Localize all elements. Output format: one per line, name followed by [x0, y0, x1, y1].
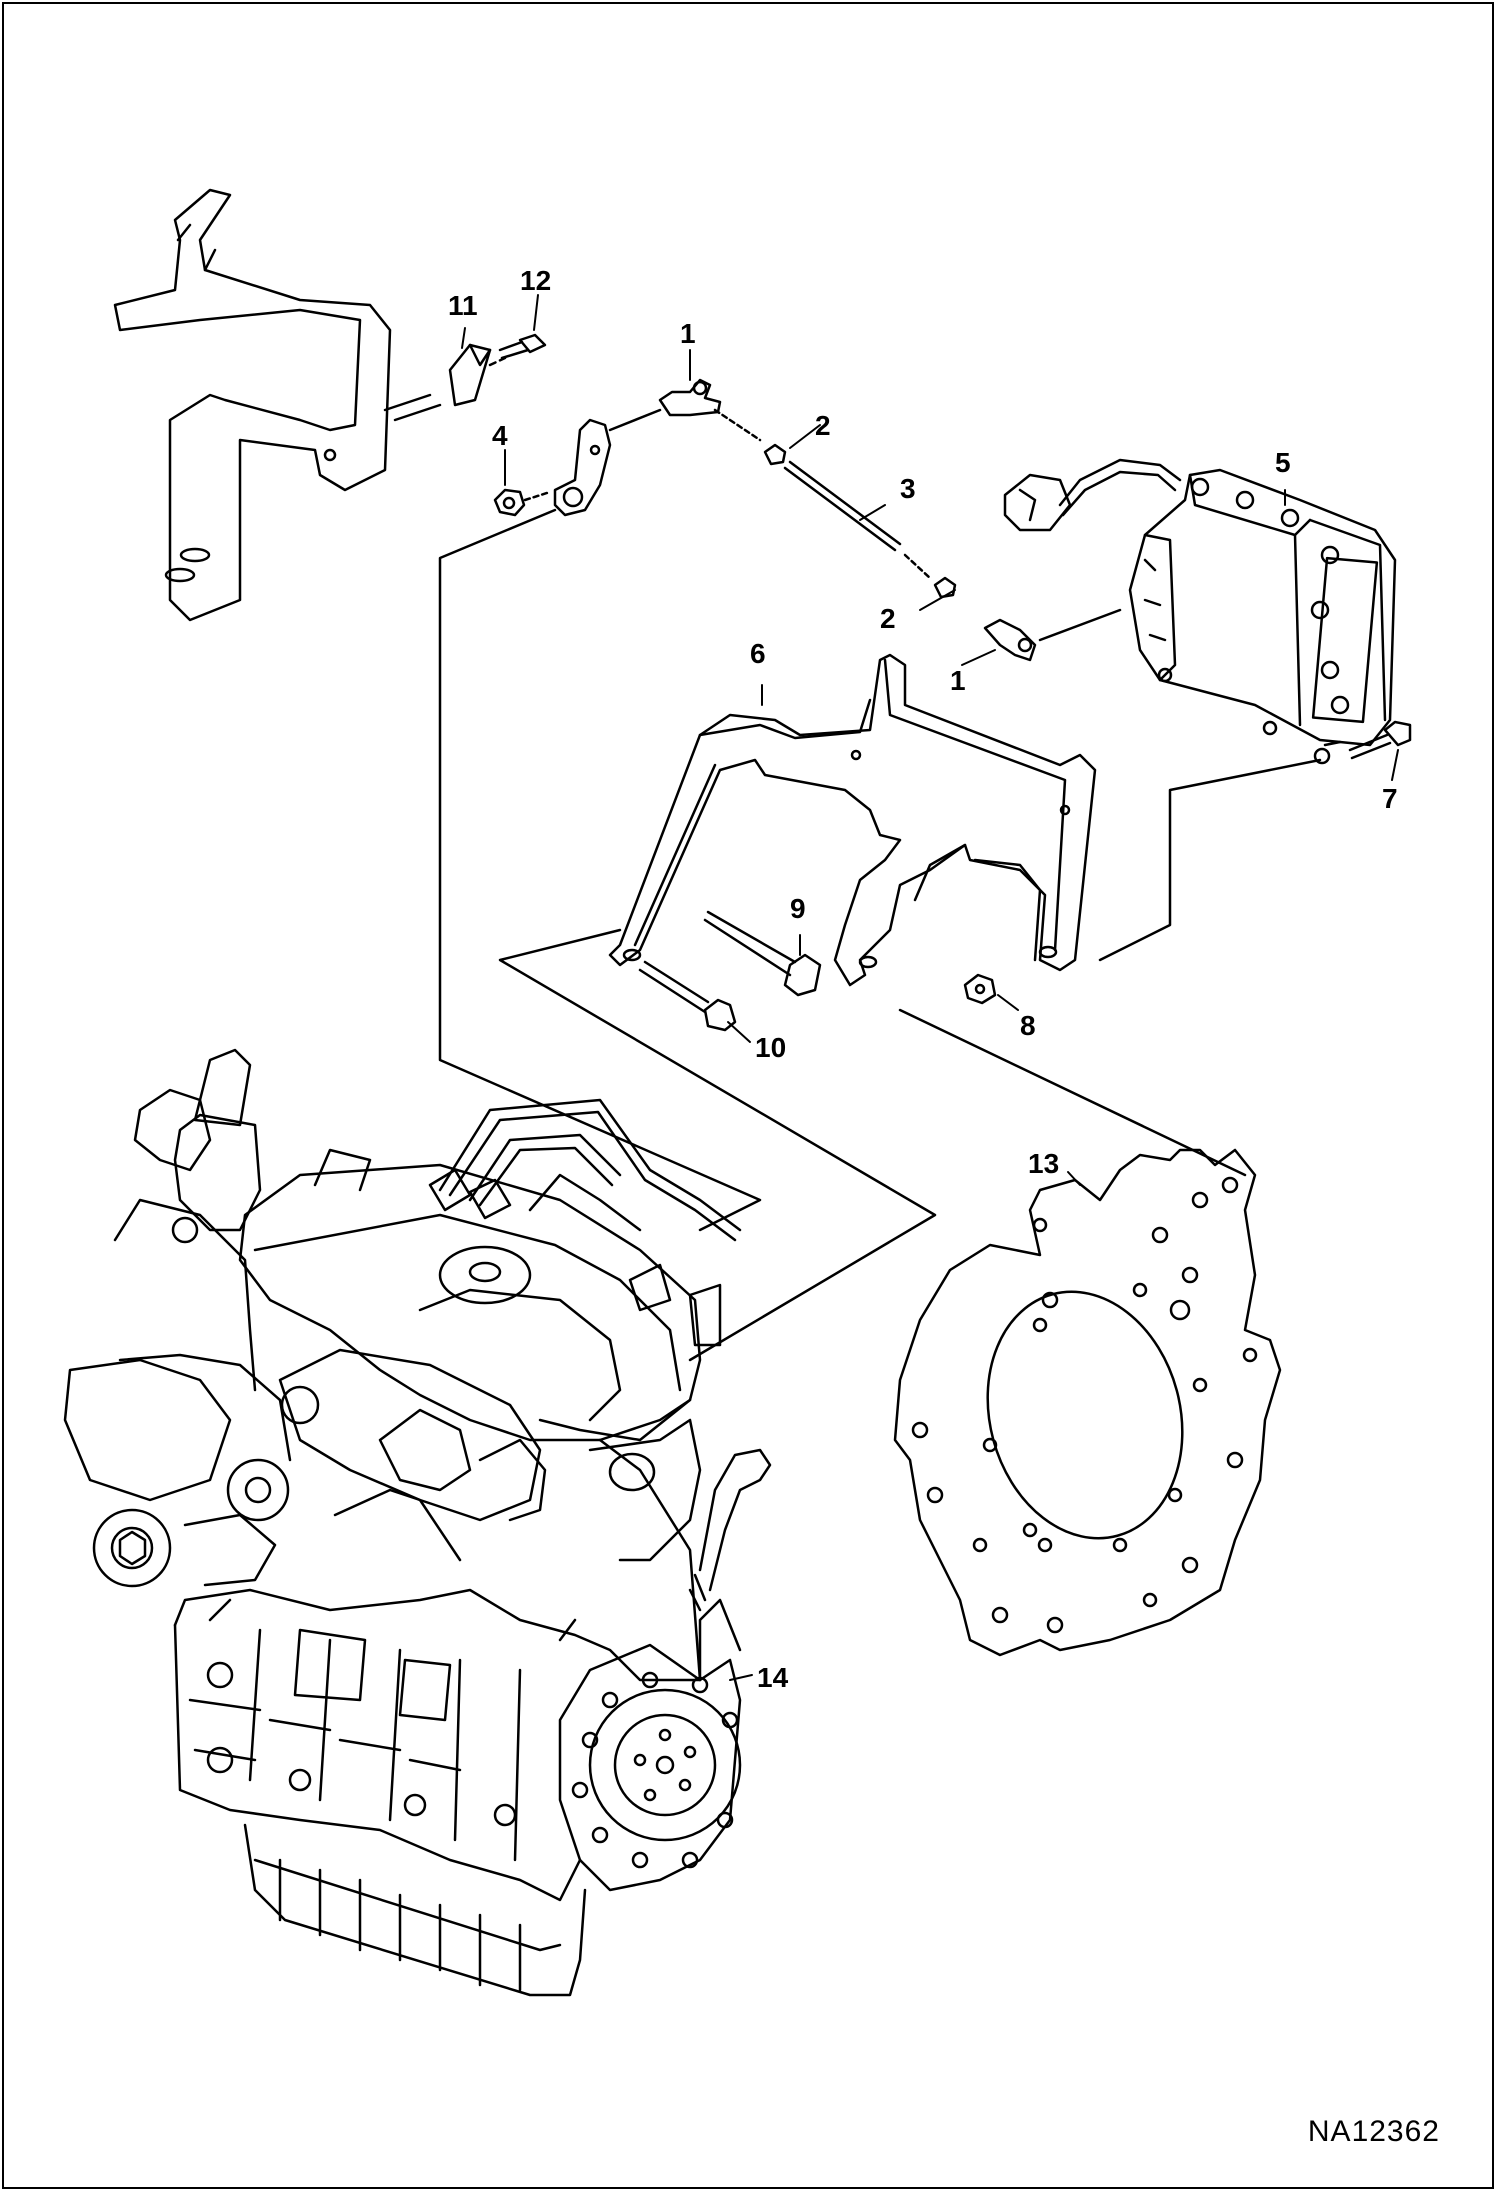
part-13-adapter-plate — [893, 1148, 1282, 1657]
part-5-actuator — [1003, 458, 1397, 747]
callout-10: 10 — [755, 1032, 786, 1063]
link-arm — [553, 408, 662, 517]
callout-2-upper: 2 — [815, 410, 831, 441]
callout-14: 14 — [757, 1662, 789, 1693]
figure-reference-code: NA12362 — [1307, 2115, 1440, 2148]
part-12-bolt — [488, 333, 547, 367]
callout-13: 13 — [1028, 1148, 1059, 1179]
upper-bracket — [113, 188, 442, 622]
callout-11: 11 — [448, 290, 478, 321]
callout-9: 9 — [790, 893, 806, 924]
assembly-leader-lines — [438, 508, 1322, 1362]
callout-2-lower: 2 — [880, 603, 896, 634]
part-6-plate — [608, 653, 1097, 987]
part-11-clip — [448, 343, 492, 407]
part-2-nut-lower — [903, 553, 957, 599]
part-4-nut — [493, 488, 552, 517]
callout-4: 4 — [492, 420, 508, 451]
part-1-balljoint-lower — [983, 608, 1122, 662]
callout-leaders — [461, 294, 1399, 1681]
part-7-bolt — [1313, 720, 1412, 765]
callout-12: 12 — [520, 265, 551, 296]
callout-7: 7 — [1382, 783, 1398, 814]
engine-block — [63, 1048, 772, 1997]
callout-8: 8 — [1020, 1010, 1036, 1041]
callout-5: 5 — [1275, 447, 1291, 478]
part-8-nut — [963, 973, 997, 1005]
part-3-rod — [783, 460, 902, 552]
callout-6: 6 — [750, 638, 766, 669]
part-9-bolt — [703, 910, 822, 997]
part-2-nut-upper — [763, 443, 787, 466]
callout-3: 3 — [900, 473, 916, 504]
callout-1-lower: 1 — [950, 665, 966, 696]
callout-1-upper: 1 — [680, 318, 696, 349]
part-10-bolt — [638, 960, 737, 1032]
part-1-balljoint-upper — [658, 378, 762, 442]
